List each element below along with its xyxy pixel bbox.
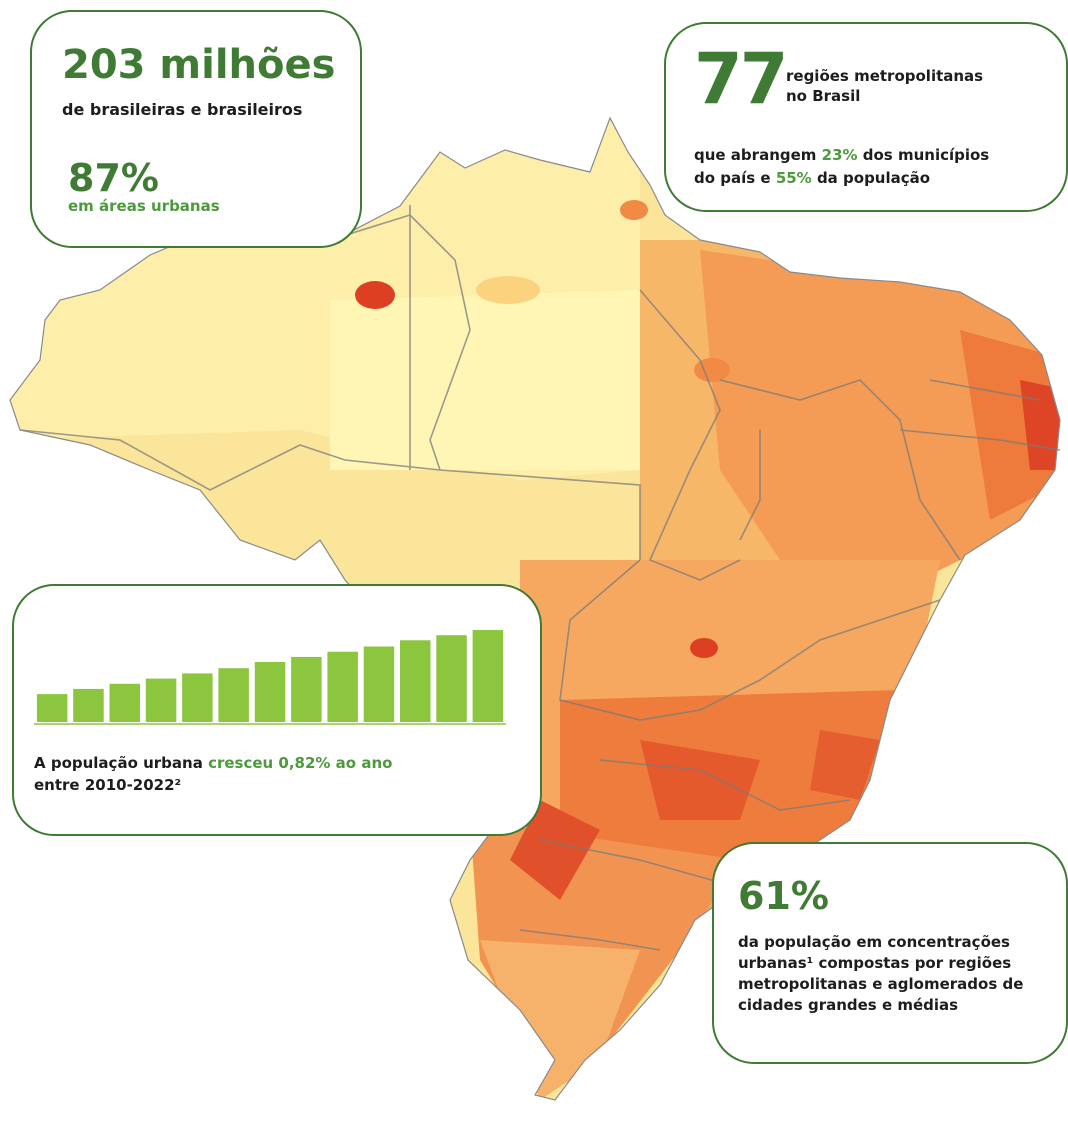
concentration-card: 61% da população em concentrações urbana…	[712, 842, 1068, 1064]
metro-desc-mid: dos municípios	[857, 146, 990, 164]
concentration-percent: 61%	[738, 874, 829, 918]
concentration-text: da população em concentrações urbanas¹ c…	[738, 933, 1024, 1014]
metro-label-line1: regiões metropolitanas	[786, 67, 984, 85]
growth-bar-1	[36, 694, 68, 722]
growth-bar-2	[73, 688, 104, 722]
growth-bar-4	[145, 678, 177, 722]
metro-label: regiões metropolitanas no Brasil	[786, 66, 983, 106]
growth-bar-11	[400, 640, 431, 722]
growth-bar-10	[363, 646, 395, 722]
metro-card: 77 regiões metropolitanas no Brasil que …	[664, 22, 1068, 212]
growth-text-line2: entre 2010-2022²	[34, 776, 182, 794]
population-card: 203 milhões de brasileiras e brasileiros…	[30, 10, 362, 248]
metro-desc-pct2: 55%	[775, 169, 812, 187]
population-headline: 203 milhões	[62, 42, 336, 88]
growth-bar-7	[254, 662, 286, 722]
growth-bar-6	[218, 668, 249, 722]
urban-label: em áreas urbanas	[68, 197, 220, 215]
growth-bar-12	[436, 635, 467, 722]
urban-growth-bar-chart	[34, 630, 506, 725]
growth-bar-3	[109, 683, 140, 722]
metro-desc-post: da população	[811, 169, 931, 187]
growth-bar-13	[472, 630, 504, 722]
growth-text-highlight: cresceu 0,82% ao ano	[208, 754, 393, 772]
urban-percent: 87%	[68, 156, 159, 200]
metro-number: 77	[694, 38, 788, 120]
metro-label-line2: no Brasil	[786, 87, 861, 105]
growth-text: A população urbana cresceu 0,82% ao ano …	[34, 752, 392, 796]
metro-desc-line2-pre: do país e	[694, 169, 776, 187]
metro-desc-pct1: 23%	[821, 146, 858, 164]
growth-bar-8	[291, 656, 322, 722]
growth-text-pre: A população urbana	[34, 754, 209, 772]
population-subtitle: de brasileiras e brasileiros	[62, 100, 303, 119]
growth-card: A população urbana cresceu 0,82% ao ano …	[12, 584, 542, 836]
metro-desc-pre: que abrangem	[694, 146, 822, 164]
metro-description: que abrangem 23% dos municípios do país …	[694, 144, 989, 190]
growth-bar-9	[327, 651, 358, 722]
growth-bar-5	[182, 673, 213, 722]
